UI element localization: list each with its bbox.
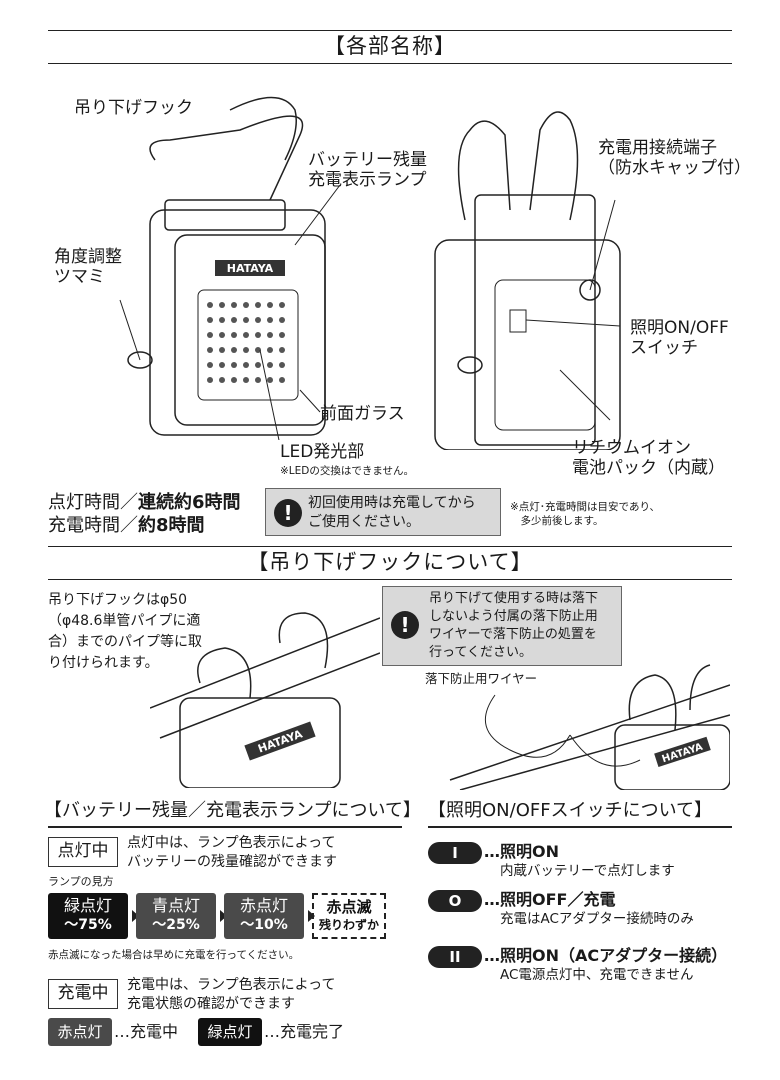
switch-title-rule xyxy=(428,826,732,828)
arrow-icon xyxy=(132,910,139,922)
rear-device-illustration xyxy=(434,111,621,450)
arrow-icon xyxy=(220,910,227,922)
red-lit-tag: 赤点灯 xyxy=(48,1018,112,1046)
charge-time: 充電時間／約8時間 xyxy=(48,515,205,536)
hook-mount-illustration: HATAYA xyxy=(150,612,380,788)
label-led: LED発光部 xyxy=(280,442,365,462)
warning-icon: ! xyxy=(274,499,302,527)
arrow-icon xyxy=(308,910,315,922)
blink-note: 赤点滅になった場合は早めに充電を行ってください。 xyxy=(48,949,300,961)
charging-status-text: …充電中 xyxy=(114,1022,179,1041)
charging-label: 充電中 xyxy=(48,979,118,1009)
battery-title-rule xyxy=(48,826,402,828)
switch-off-title: …照明OFF／充電 xyxy=(484,890,616,909)
switch-ac-desc: AC電源点灯中、充電できません xyxy=(500,967,694,983)
switch-off-icon: O xyxy=(428,890,482,912)
wire-label: 落下防止用ワイヤー xyxy=(425,671,538,686)
lit-label: 点灯中 xyxy=(48,837,118,867)
lamp-red: 赤点灯〜10% xyxy=(224,893,304,939)
lamp-view-label: ランプの見方 xyxy=(48,875,114,888)
label-hook: 吊り下げフック xyxy=(74,98,193,118)
label-battery-pack: リチウムイオン 電池パック（内蔵） xyxy=(572,438,725,478)
section-title-switch: 【照明ON/OFFスイッチについて】 xyxy=(428,800,713,821)
time-note: ※点灯･充電時間は目安であり、 多少前後します。 xyxy=(510,501,661,527)
note-led: ※LEDの交換はできません。 xyxy=(280,465,415,477)
switch-on-icon: I xyxy=(428,842,482,864)
section-title-parts: 【各部名称】 xyxy=(48,30,732,64)
label-charge-port: 充電用接続端子 （防水キャップ付） xyxy=(598,138,751,178)
wire-illustration: HATAYA xyxy=(449,664,730,790)
section-title-battery: 【バッテリー残量／充電表示ランプについて】 xyxy=(44,800,421,821)
switch-off-desc: 充電はACアダプター接続時のみ xyxy=(500,911,694,927)
lamp-green: 緑点灯〜75% xyxy=(48,893,128,939)
light-time: 点灯時間／連続約6時間 xyxy=(48,492,241,513)
switch-on-title: …照明ON xyxy=(484,842,559,861)
first-use-notice: ! 初回使用時は充電してから ご使用ください。 xyxy=(265,488,501,536)
switch-on-desc: 内蔵バッテリーで点灯します xyxy=(500,863,675,879)
switch-ac-icon: II xyxy=(428,946,482,968)
label-battery-lamp: バッテリー残量 充電表示ランプ xyxy=(308,150,427,190)
brand-logo-hook: HATAYA xyxy=(256,727,305,755)
label-power-switch: 照明ON/OFF スイッチ xyxy=(630,318,729,358)
label-angle-knob: 角度調整 ツマミ xyxy=(54,247,122,287)
switch-ac-title: …照明ON（ACアダプター接続） xyxy=(484,946,728,965)
hook-warning-notice: ! 吊り下げて使用する時は落下 しないよう付属の落下防止用 ワイヤーで落下防止の… xyxy=(382,586,622,666)
brand-logo-front: HATAYA xyxy=(227,262,274,275)
front-device-illustration: HATAYA xyxy=(119,96,341,440)
warning-icon: ! xyxy=(391,611,419,639)
charging-description: 充電中は、ランプ色表示によって 充電状態の確認ができます xyxy=(127,977,336,1012)
green-lit-tag: 緑点灯 xyxy=(198,1018,262,1046)
charge-complete-text: …充電完了 xyxy=(264,1022,345,1041)
lit-description: 点灯中は、ランプ色表示によって バッテリーの残量確認ができます xyxy=(127,835,337,870)
lamp-blue: 青点灯〜25% xyxy=(136,893,216,939)
hook-warning-text: 吊り下げて使用する時は落下 しないよう付属の落下防止用 ワイヤーで落下防止の処置… xyxy=(429,591,599,660)
label-front-glass: 前面ガラス xyxy=(320,404,405,424)
lamp-red-blink: 赤点滅 残りわずか xyxy=(312,893,386,939)
hook-description: 吊り下げフックはφ50 （φ48.6単管パイプに適 合）までのパイプ等に取 り付… xyxy=(48,592,202,671)
first-use-text: 初回使用時は充電してから ご使用ください。 xyxy=(308,495,476,530)
section-title-hook: 【吊り下げフックについて】 xyxy=(48,546,732,580)
